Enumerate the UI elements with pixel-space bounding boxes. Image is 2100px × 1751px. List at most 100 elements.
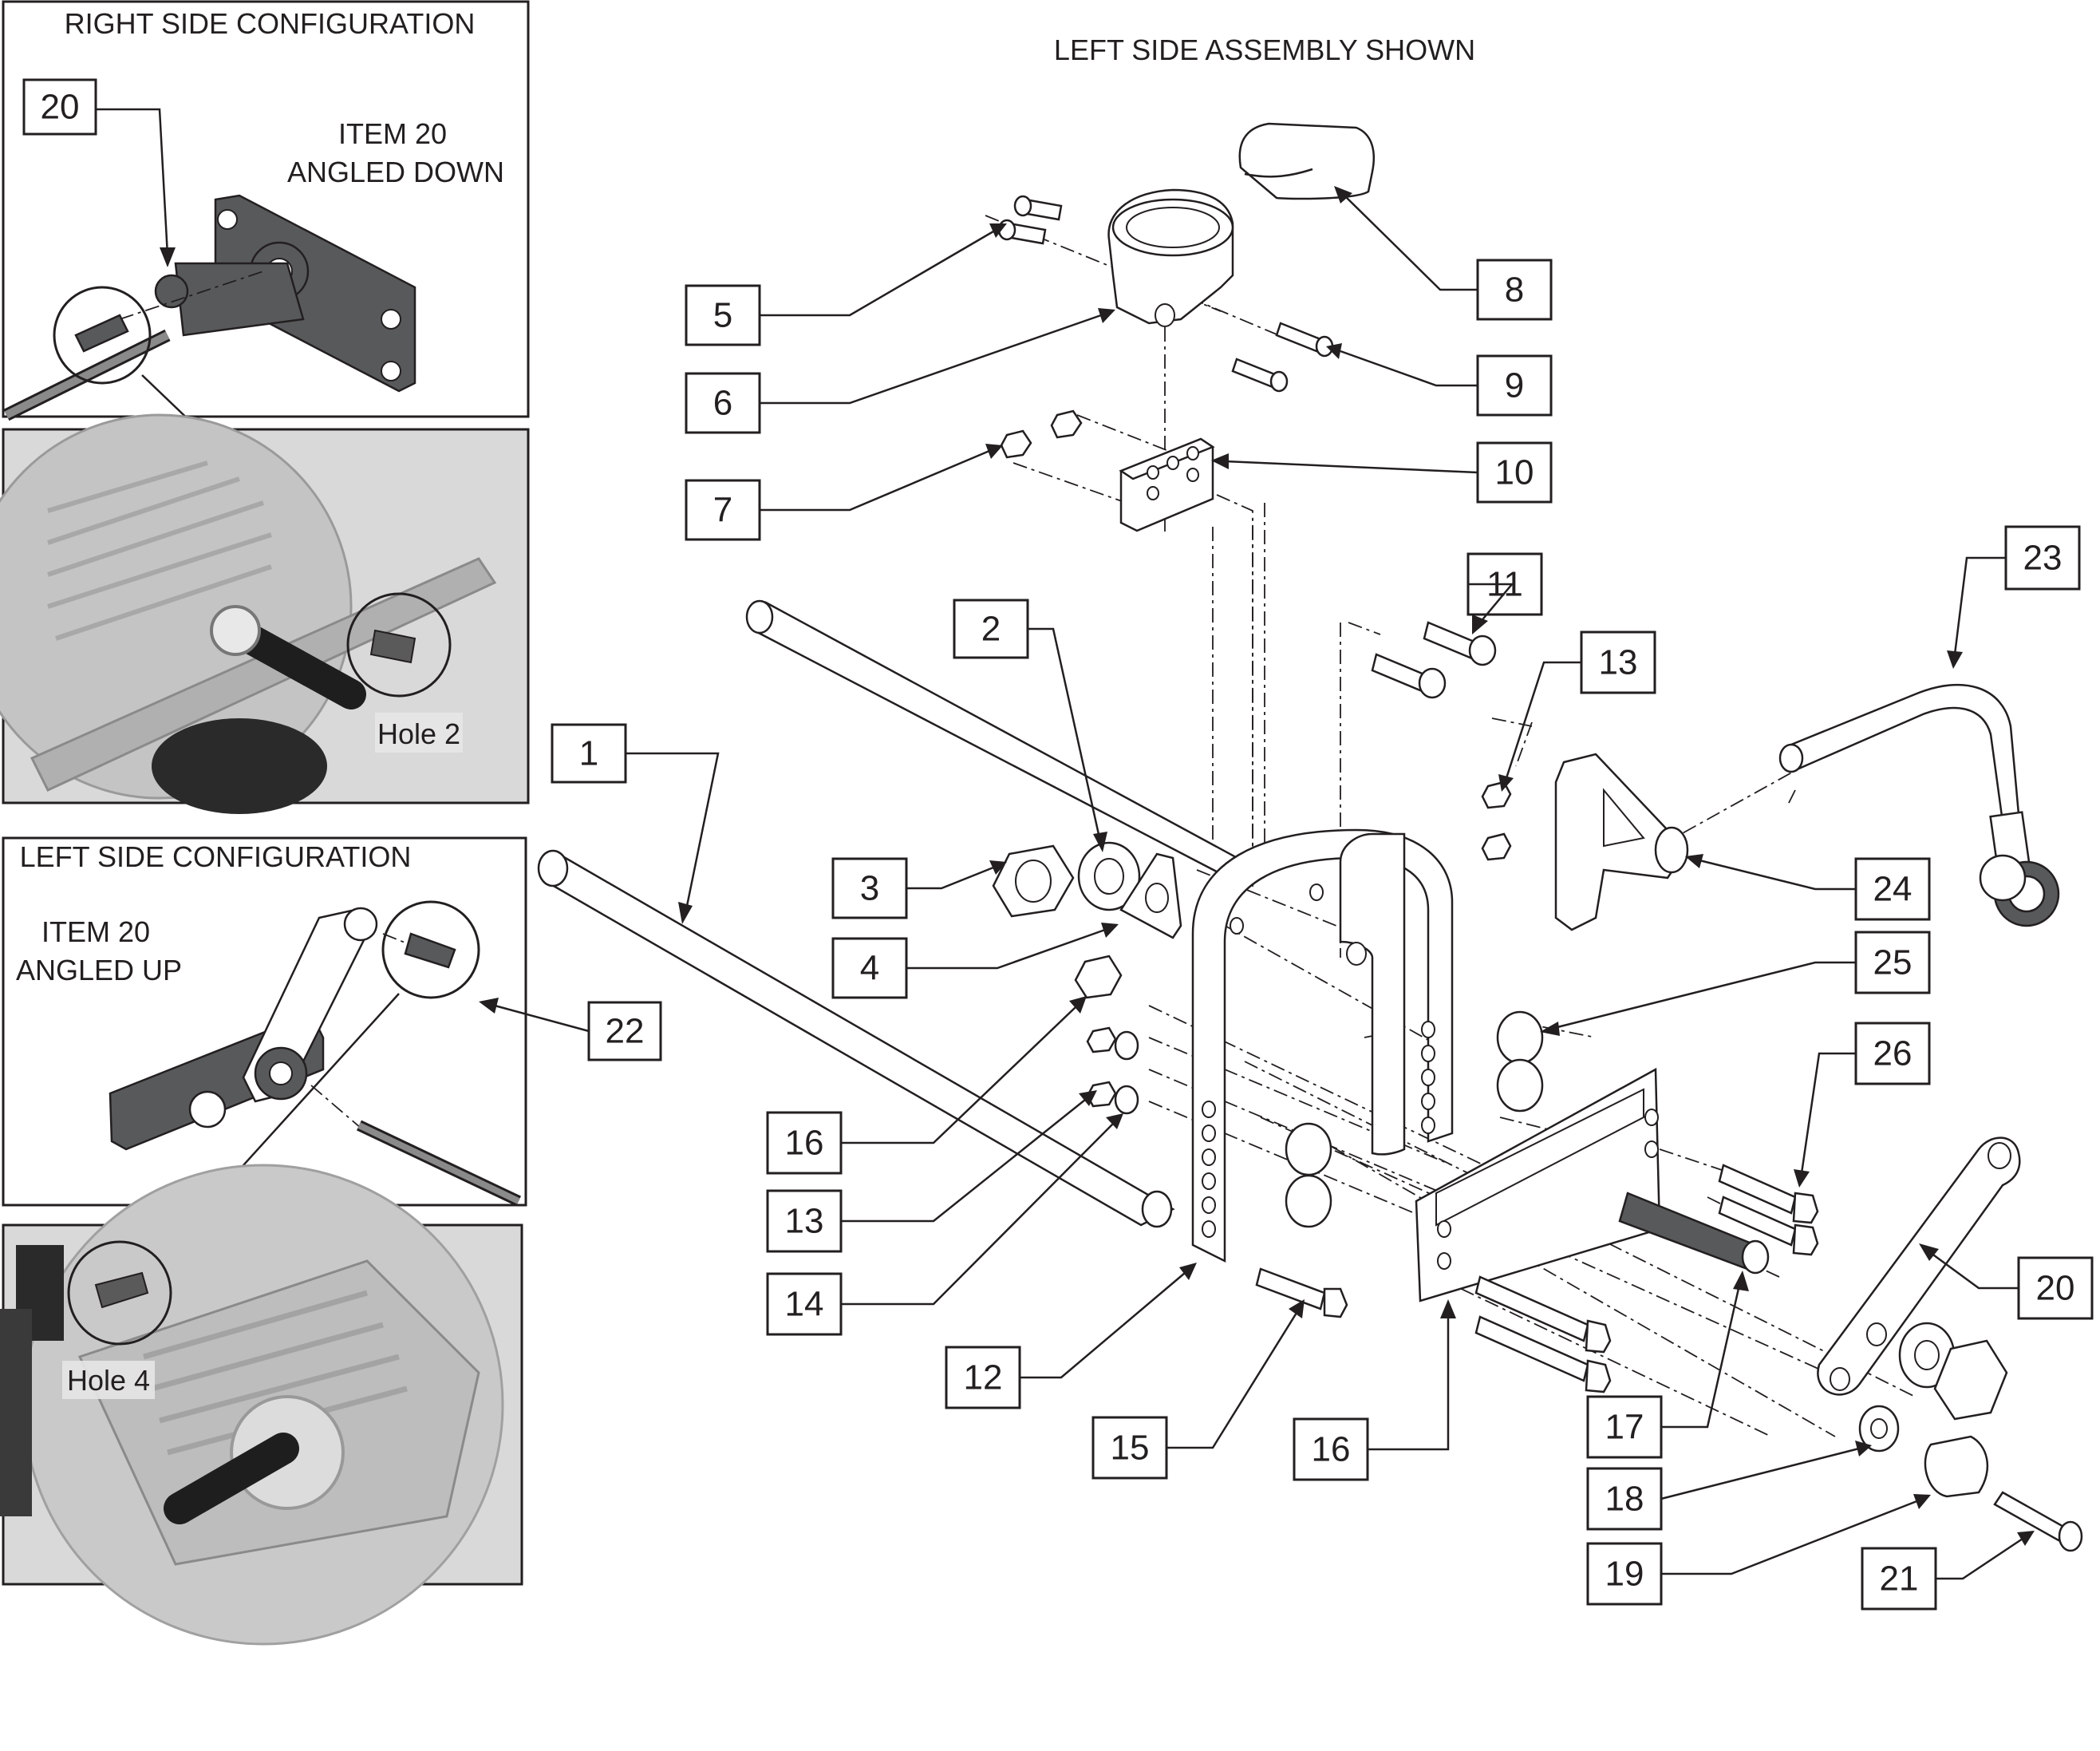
svg-text:2: 2 — [981, 610, 1001, 649]
part-15-bolt — [1255, 1267, 1348, 1318]
callout-20-inset: 20 — [22, 78, 176, 267]
svg-text:21: 21 — [1880, 1559, 1919, 1599]
svg-text:5: 5 — [713, 296, 732, 335]
svg-text:26: 26 — [1873, 1034, 1912, 1073]
callout-11: 11 — [1466, 552, 1543, 634]
svg-text:8: 8 — [1505, 271, 1524, 310]
callout-26: 26 — [1794, 1022, 1931, 1188]
part-1-tube — [537, 849, 1175, 1228]
part-18-washer — [1858, 1405, 1900, 1453]
part-8-clamp-sleeve — [1238, 122, 1376, 200]
svg-text:6: 6 — [713, 384, 732, 423]
part-7-nuts — [1000, 409, 1083, 459]
callout-9: 9 — [1326, 343, 1553, 417]
part-25-spacers — [1285, 1010, 1544, 1228]
part-16-nut — [1074, 955, 1123, 999]
part-10-block — [1119, 437, 1215, 532]
right-side-heading: RIGHT SIDE CONFIGURATION — [65, 7, 476, 40]
callout-20-main: 20 — [1919, 1243, 2094, 1320]
right-side-configuration-inset: RIGHT SIDE CONFIGURATION ITEM 20 ANGLED … — [2, 0, 530, 622]
callout-21: 21 — [1861, 1531, 2035, 1611]
callout-3: 3 — [831, 857, 1007, 919]
part-24-bracket — [1554, 753, 1689, 931]
svg-text:10: 10 — [1495, 453, 1534, 492]
part-11-screws — [1371, 621, 1497, 699]
left-side-configuration-inset: LEFT SIDE CONFIGURATION ITEM 20 ANGLED U… — [2, 836, 527, 1294]
part-9-screws — [1231, 322, 1334, 393]
right-side-detail-circle — [53, 286, 152, 385]
svg-text:19: 19 — [1605, 1555, 1644, 1594]
svg-text:13: 13 — [1599, 643, 1638, 682]
svg-text:4: 4 — [860, 949, 879, 988]
callout-19: 19 — [1586, 1494, 1931, 1606]
callout-15: 15 — [1091, 1299, 1305, 1480]
part-5-screws — [997, 195, 1063, 245]
part-3-nut — [992, 844, 1075, 918]
svg-text:17: 17 — [1605, 1408, 1644, 1447]
left-side-detail-circle — [381, 900, 480, 999]
svg-text:16: 16 — [1312, 1430, 1351, 1469]
diagram-title: LEFT SIDE ASSEMBLY SHOWN — [1054, 34, 1475, 66]
callout-6: 6 — [685, 308, 1115, 434]
callout-2: 2 — [953, 599, 1107, 852]
svg-text:20: 20 — [41, 88, 80, 127]
callout-5: 5 — [685, 223, 1007, 346]
hole-2-detail-circle — [346, 592, 452, 698]
left-side-heading: LEFT SIDE CONFIGURATION — [20, 840, 412, 873]
svg-text:16: 16 — [785, 1124, 824, 1163]
callout-18: 18 — [1586, 1441, 1872, 1531]
callout-13-right: 13 — [1498, 630, 1656, 792]
callout-12: 12 — [945, 1263, 1197, 1409]
svg-text:22: 22 — [606, 1012, 645, 1051]
left-side-note-line2: ANGLED UP — [16, 954, 182, 986]
callout-1: 1 — [551, 723, 720, 924]
right-side-note-line1: ITEM 20 — [338, 117, 447, 150]
part-20-washer-nut — [1898, 1322, 2008, 1421]
callout-22: 22 — [479, 998, 662, 1061]
part-19-bushing — [1924, 1435, 1989, 1498]
part-20-arm — [1817, 1136, 2021, 1396]
part-13-nuts-upper — [1481, 781, 1512, 861]
left-side-note-line1: ITEM 20 — [41, 915, 150, 948]
callout-23: 23 — [1947, 525, 2081, 669]
hole-2-label: Hole 2 — [377, 717, 460, 750]
svg-text:20: 20 — [2036, 1269, 2075, 1308]
hole-4-detail-circle — [67, 1240, 172, 1346]
svg-text:15: 15 — [1111, 1429, 1150, 1468]
callout-16-bottom: 16 — [1293, 1299, 1456, 1481]
main-assembly — [537, 122, 2083, 1552]
svg-text:23: 23 — [2023, 539, 2062, 578]
svg-text:14: 14 — [785, 1285, 824, 1324]
right-side-photo: Hole 2 — [0, 413, 530, 814]
part-4-plate — [1119, 852, 1182, 939]
svg-text:25: 25 — [1873, 943, 1912, 982]
part-23-caster-fork — [1778, 683, 2060, 927]
callout-10: 10 — [1211, 441, 1553, 504]
svg-text:13: 13 — [785, 1202, 824, 1241]
part-21-screw — [1993, 1491, 2083, 1552]
part-12-u-frame — [1191, 828, 1454, 1263]
part-2-washer — [1077, 841, 1141, 911]
part-13-14-nuts-washers — [1086, 1026, 1139, 1115]
hole-4-label: Hole 4 — [67, 1364, 150, 1397]
svg-text:12: 12 — [964, 1358, 1003, 1397]
svg-text:3: 3 — [860, 869, 879, 908]
left-side-photo: Hole 4 — [0, 1164, 523, 1646]
callout-14: 14 — [766, 1113, 1123, 1336]
callout-17: 17 — [1586, 1271, 1749, 1459]
svg-text:7: 7 — [713, 491, 732, 530]
callout-25: 25 — [1540, 931, 1931, 1036]
callout-16-left: 16 — [766, 996, 1087, 1175]
svg-text:24: 24 — [1873, 870, 1912, 909]
callouts: 20 22 1 2 3 — [22, 78, 2094, 1611]
lower-bolts — [1474, 1275, 1612, 1393]
callout-13-left: 13 — [766, 1090, 1097, 1253]
part-17-spring — [1618, 1192, 1770, 1275]
right-side-note-line2: ANGLED DOWN — [287, 156, 504, 188]
svg-text:18: 18 — [1605, 1480, 1644, 1519]
callout-24: 24 — [1685, 854, 1931, 921]
svg-text:9: 9 — [1505, 366, 1524, 405]
part-16-mounting-plate — [1415, 1067, 1661, 1302]
part-6-clamp-body — [1107, 188, 1234, 327]
